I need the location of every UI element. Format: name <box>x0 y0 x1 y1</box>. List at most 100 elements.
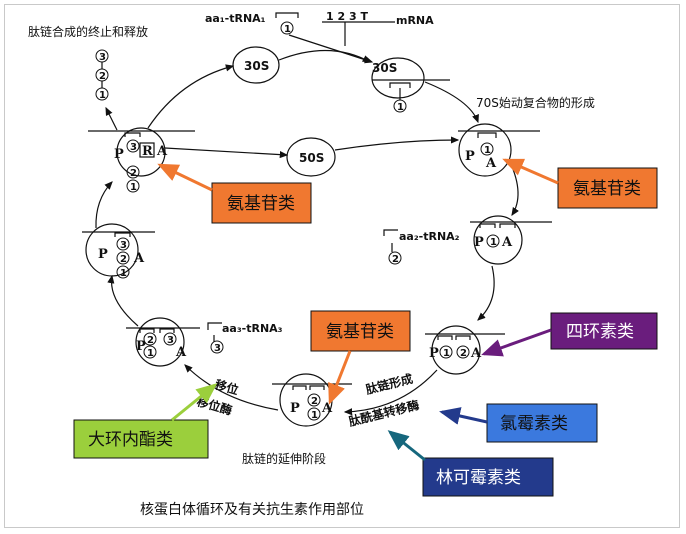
recycle-50s-arrow <box>164 147 289 159</box>
macrolide-arrow <box>171 383 218 422</box>
release-factor-label: R <box>142 144 153 159</box>
trna1-anticodon <box>275 12 299 18</box>
trna1-to-30s-arrow <box>288 34 374 64</box>
trna2-aa-number: 2 <box>392 254 399 265</box>
release-factor-box <box>139 142 155 158</box>
aminoglycoside-right-text: 氨基苷类 <box>573 179 641 199</box>
aa-bottom-1-number: 1 <box>311 410 318 421</box>
p-site-translocation: P <box>136 339 146 354</box>
aa-term-1-number: 1 <box>130 182 137 193</box>
p-site-bottom: P <box>290 401 300 416</box>
aa-lm-2-number: 2 <box>120 254 127 265</box>
ribosome-70s-initiation <box>458 123 512 177</box>
s30-to-complex-arrow <box>278 49 372 63</box>
aminoglycoside-box-bottom: 氨基苷类 <box>310 310 411 352</box>
released-1-number: 1 <box>99 90 106 101</box>
anticodon-left-middle <box>114 232 131 237</box>
anticodon-translocation-a <box>159 328 175 333</box>
aa-peptide-a-circle <box>456 345 470 359</box>
to-termination-arrow <box>95 181 113 229</box>
peptide-formation-label: 肽链形成 <box>364 371 414 397</box>
s50-label: 50S <box>299 151 324 165</box>
s30-left-label: 30S <box>244 59 269 73</box>
release-arrow <box>105 106 118 131</box>
ribosome-left-middle <box>85 223 139 277</box>
anticodon-translocation-p <box>139 328 155 333</box>
codon-numbers: 1 2 3 T <box>326 10 368 23</box>
to-bottom-arrow <box>343 369 438 416</box>
mrna-label: mRNA <box>396 14 434 27</box>
aa-p-aa2-circle <box>486 234 500 248</box>
ribosome-translocation <box>135 317 185 367</box>
to-left-middle-arrow <box>107 274 139 327</box>
trna2-aa-circle <box>388 251 402 265</box>
anticodon-bottom-a <box>309 385 325 390</box>
aa-lm-2-circle <box>116 251 130 265</box>
a-site-aa2: A <box>501 235 513 250</box>
p-site-termination: P <box>114 147 124 162</box>
a-site-left-middle: A <box>133 251 145 266</box>
aa-trans-2-number: 2 <box>147 335 154 346</box>
released-1-circle <box>95 87 109 101</box>
figure-caption: 核蛋白体循环及有关抗生素作用部位 <box>140 502 364 518</box>
anticodon-peptide-p <box>437 335 453 340</box>
trna1-aa-circle <box>280 21 294 35</box>
p-site-peptide: P <box>429 346 439 361</box>
aa-30s-number: 1 <box>397 102 404 113</box>
aa-term-1-circle <box>126 179 140 193</box>
aa-term-2-circle <box>126 165 140 179</box>
anticodon-aa2-p <box>479 223 496 228</box>
released-2-number: 2 <box>99 71 106 82</box>
aminoglycoside-box-right: 氨基苷类 <box>557 167 658 209</box>
anticodon-70s <box>477 132 497 138</box>
p-site-70s: P <box>465 149 475 164</box>
aminoglycoside-left-text: 氨基苷类 <box>227 194 295 214</box>
aminoglycoside-left-arrow <box>157 163 213 192</box>
aa-trans-3-number: 3 <box>167 335 174 346</box>
aa-30s-circle <box>393 99 407 113</box>
aa-term-2-number: 2 <box>130 168 137 179</box>
trna2-anticodon <box>383 229 398 236</box>
tetracycline-arrow <box>481 328 552 357</box>
elongation-title: 肽链的延伸阶段 <box>242 451 326 466</box>
s50-to-70s-arrow <box>334 136 460 151</box>
anticodon-aa2-a <box>499 223 516 228</box>
s30-right-label: 30S <box>372 61 397 75</box>
aa3-trna-label: aa₃-tRNA₃ <box>222 322 283 335</box>
a-site-termination: A <box>156 144 168 159</box>
anticodon-termination <box>124 132 141 137</box>
aa-trans-3-circle <box>163 332 177 346</box>
aa-lm-3-number: 3 <box>120 240 127 251</box>
ribosome-aa2-binding <box>473 215 523 265</box>
aa-lm-1-number: 1 <box>120 268 127 279</box>
aa-peptide-p-circle <box>439 345 453 359</box>
macrolide-box: 大环内酯类 <box>73 419 209 459</box>
to-70s-arrow <box>424 81 479 124</box>
to-peptide-arrow <box>477 265 495 321</box>
trna3-aa-number: 3 <box>214 343 221 354</box>
aa-bottom-2-circle <box>307 393 321 407</box>
aminoglycoside-right-arrow <box>502 158 559 185</box>
subunit-30s-complex <box>371 57 425 99</box>
aa-peptide-p-number: 1 <box>443 348 450 359</box>
aa-lm-1-circle <box>116 265 130 279</box>
aa-bottom-1-circle <box>307 407 321 421</box>
aa-trans-2-circle <box>143 332 157 346</box>
aa-lm-3-circle <box>116 237 130 251</box>
ribosome-termination <box>116 127 166 177</box>
a-site-bottom: A <box>321 401 333 416</box>
subunit-50s <box>286 137 336 177</box>
aa-trans-1-number: 1 <box>147 348 154 359</box>
p-site-left-middle: P <box>98 247 108 262</box>
anticodon-30s <box>389 82 411 88</box>
termination-title: 肽链合成的终止和释放 <box>28 24 148 39</box>
aminoglycoside-bottom-arrow <box>328 350 352 405</box>
lincomycin-text: 林可霉素类 <box>436 468 521 488</box>
aa-p-aa2-number: 1 <box>490 237 497 248</box>
a-site-translocation: A <box>175 345 187 360</box>
recycle-30s-arrow <box>147 64 235 129</box>
lincomycin-arrow <box>387 430 426 462</box>
ribosome-bottom <box>279 373 333 427</box>
tetracycline-box: 四环素类 <box>550 312 658 350</box>
initiation-title: 70S始动复合物的形成 <box>476 95 595 110</box>
